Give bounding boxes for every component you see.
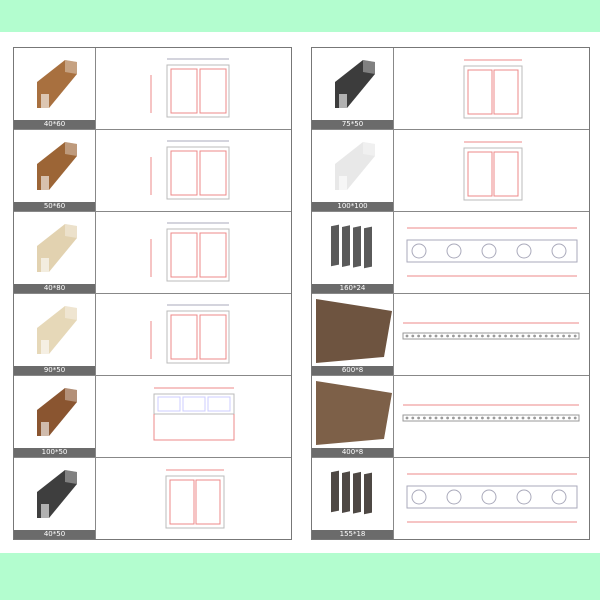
product-photo <box>14 48 95 120</box>
profile-drawing <box>96 212 291 293</box>
product-photo-cell: 90*50 <box>14 294 96 375</box>
product-row: 75*50 <box>312 48 589 130</box>
product-photo <box>312 458 393 530</box>
product-row: 400*8 <box>312 376 589 458</box>
product-photo-cell: 50*60 <box>14 130 96 211</box>
product-size-label: 100*50 <box>14 448 95 457</box>
product-photo <box>14 376 95 448</box>
profile-drawing <box>96 376 291 457</box>
product-photo <box>312 212 393 284</box>
product-photo-cell: 100*50 <box>14 376 96 457</box>
profile-drawing <box>96 48 291 129</box>
product-photo <box>14 458 95 530</box>
product-size-label: 40*80 <box>14 284 95 293</box>
product-size-label: 50*60 <box>14 202 95 211</box>
profile-drawing <box>96 130 291 211</box>
product-size-label: 160*24 <box>312 284 393 293</box>
product-row: 40*60 <box>14 48 291 130</box>
product-photo-cell: 100*100 <box>312 130 394 211</box>
product-size-label: 90*50 <box>14 366 95 375</box>
product-photo <box>312 130 393 202</box>
product-row: 40*80 <box>14 212 291 294</box>
profile-drawing <box>394 48 589 129</box>
profile-drawing <box>394 212 589 293</box>
product-photo-cell: 40*80 <box>14 212 96 293</box>
right-product-table: 75*50 100*100 160*24 600*8 400*8 155*18 <box>311 47 590 540</box>
product-photo-cell: 40*60 <box>14 48 96 129</box>
product-photo-cell: 75*50 <box>312 48 394 129</box>
product-photo-cell: 400*8 <box>312 376 394 457</box>
product-photo <box>312 294 393 366</box>
profile-drawing <box>394 376 589 457</box>
product-row: 50*60 <box>14 130 291 212</box>
product-row: 100*100 <box>312 130 589 212</box>
product-row: 100*50 <box>14 376 291 458</box>
product-row: 155*18 <box>312 458 589 539</box>
product-photo <box>14 212 95 284</box>
product-photo <box>312 48 393 120</box>
profile-drawing <box>96 294 291 375</box>
profile-drawing <box>394 294 589 375</box>
product-size-label: 600*8 <box>312 366 393 375</box>
profile-drawing <box>96 458 291 539</box>
product-photo-cell: 160*24 <box>312 212 394 293</box>
product-photo <box>14 294 95 366</box>
product-photo-cell: 40*50 <box>14 458 96 539</box>
profile-drawing <box>394 130 589 211</box>
product-photo <box>312 376 393 448</box>
product-size-label: 75*50 <box>312 120 393 129</box>
product-row: 160*24 <box>312 212 589 294</box>
product-row: 90*50 <box>14 294 291 376</box>
product-size-label: 155*18 <box>312 530 393 539</box>
product-size-label: 100*100 <box>312 202 393 211</box>
product-photo-cell: 155*18 <box>312 458 394 539</box>
product-size-label: 400*8 <box>312 448 393 457</box>
product-photo <box>14 130 95 202</box>
product-size-label: 40*50 <box>14 530 95 539</box>
profile-drawing <box>394 458 589 539</box>
product-row: 600*8 <box>312 294 589 376</box>
product-row: 40*50 <box>14 458 291 539</box>
left-product-table: 40*60 50*60 40*80 90*50 100*50 40*50 <box>13 47 292 540</box>
product-size-label: 40*60 <box>14 120 95 129</box>
product-photo-cell: 600*8 <box>312 294 394 375</box>
